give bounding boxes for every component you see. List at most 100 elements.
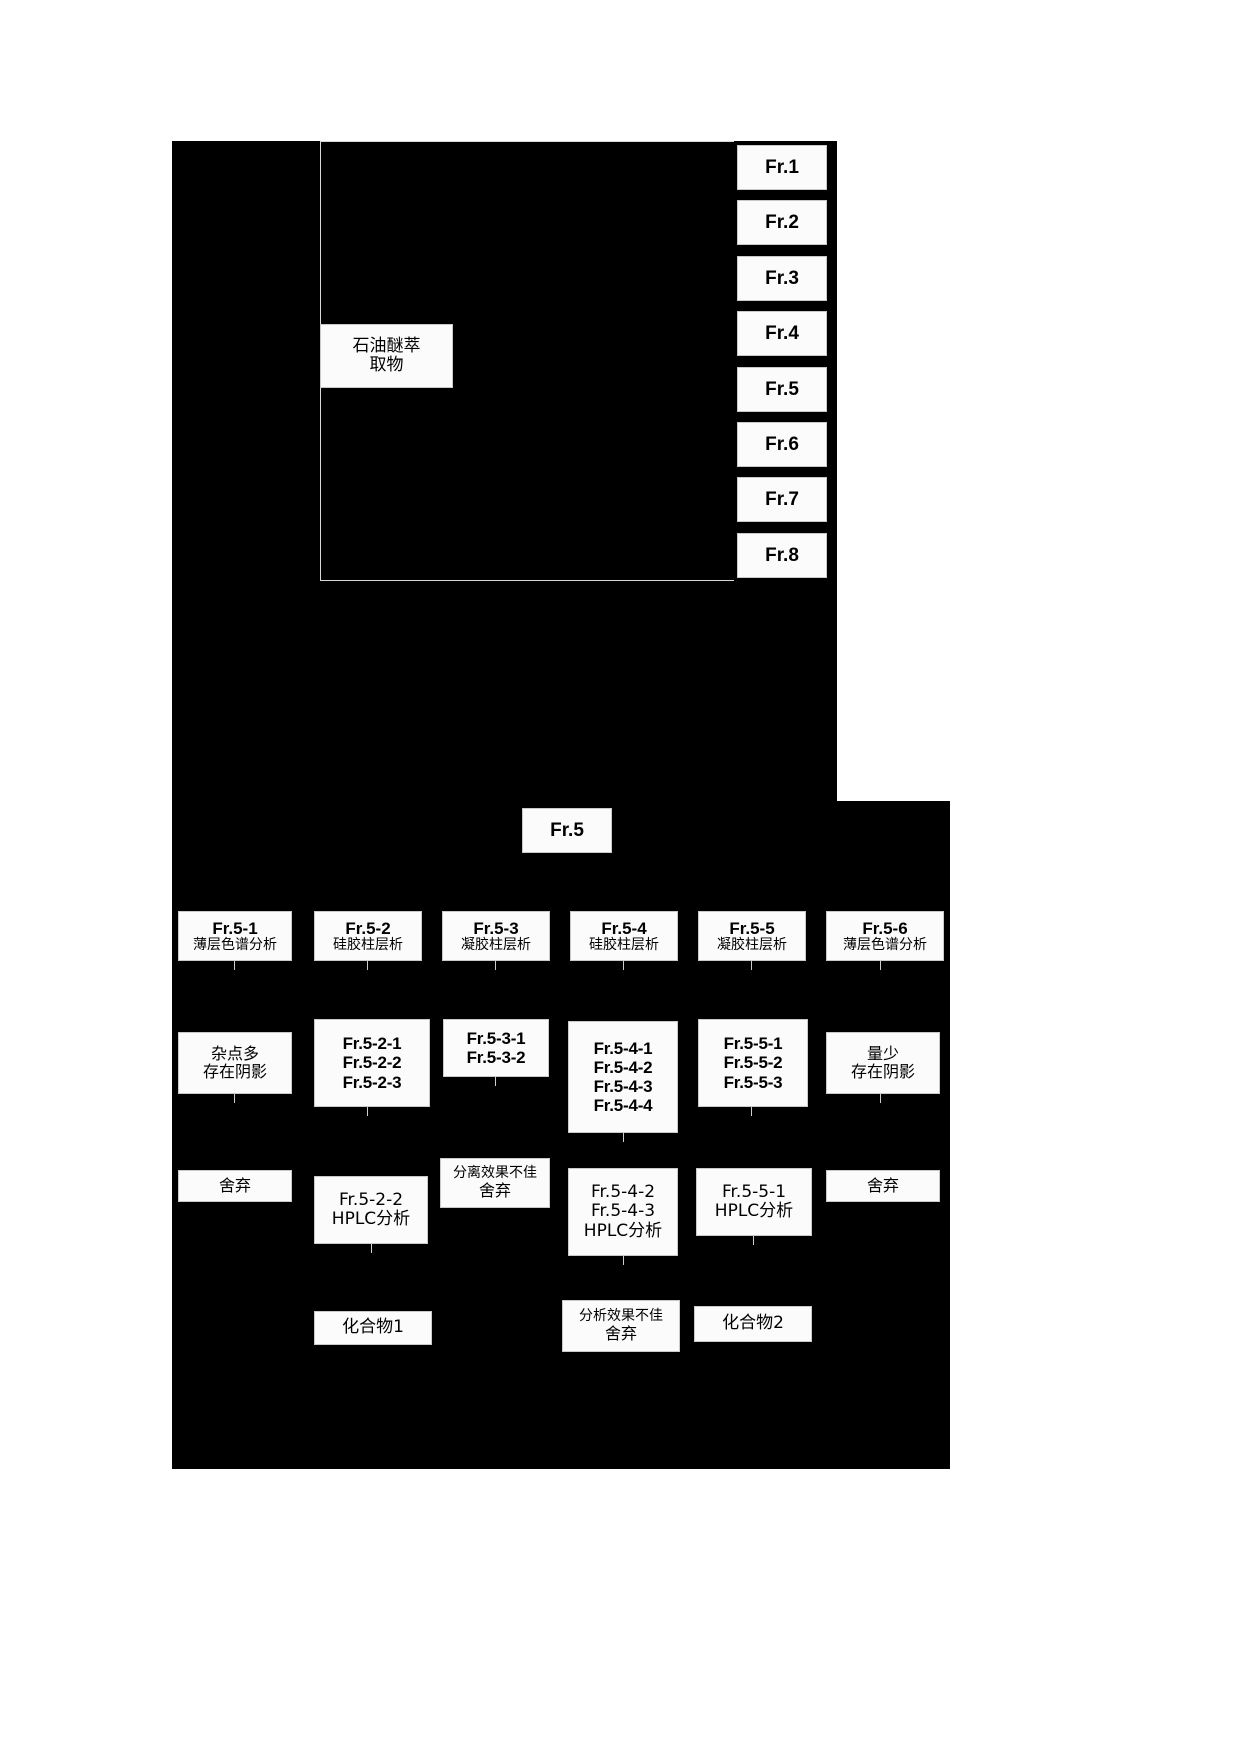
connector-stub [623, 1133, 624, 1142]
level2-line: 存在阴影 [202, 1062, 267, 1081]
level1-method: 薄层色谱分析 [193, 936, 277, 953]
level2-line: Fr.5-2-3 [342, 1072, 402, 1092]
fraction-box-4: Fr.4 [737, 311, 827, 356]
level3-line: Fr.5-5-1 [721, 1181, 787, 1202]
top-flowchart-panel [172, 141, 837, 801]
fraction-label: Fr.6 [765, 433, 799, 455]
level1-box-2: Fr.5-2 硅胶柱层析 [314, 911, 422, 961]
level1-box-6: Fr.5-6 薄层色谱分析 [826, 911, 944, 961]
level3-line: 舍弃 [218, 1176, 251, 1196]
connector-stub [623, 961, 624, 970]
level3-line: Fr.5-2-2 [338, 1189, 404, 1210]
fraction-label: Fr.7 [765, 488, 799, 510]
level4-line: 分析效果不佳 [579, 1308, 663, 1325]
connector-stub [367, 961, 368, 970]
fraction-box-2: Fr.2 [737, 200, 827, 245]
fraction-box-1: Fr.1 [737, 145, 827, 190]
level3-line: Fr.5-4-3 [590, 1201, 656, 1222]
level1-code: Fr.5-5 [729, 918, 775, 938]
level3-box-5: Fr.5-5-1 HPLC分析 [696, 1168, 812, 1236]
level1-box-4: Fr.5-4 硅胶柱层析 [570, 911, 678, 961]
level3-line: 分离效果不佳 [453, 1165, 537, 1182]
root-fraction-box: Fr.5 [522, 808, 612, 853]
rail-horizontal-bottom [320, 580, 734, 581]
level2-line: Fr.5-4-2 [593, 1057, 653, 1077]
level3-box-4: Fr.5-4-2 Fr.5-4-3 HPLC分析 [568, 1168, 678, 1256]
fraction-label: Fr.2 [765, 211, 799, 233]
bottom-flowchart-panel [172, 801, 950, 1469]
level1-code: Fr.5-6 [862, 918, 908, 938]
fraction-label: Fr.5 [765, 378, 799, 400]
level2-box-4: Fr.5-4-1 Fr.5-4-2 Fr.5-4-3 Fr.5-4-4 [568, 1021, 678, 1133]
level3-line: HPLC分析 [583, 1220, 663, 1241]
connector-stub [495, 1077, 496, 1086]
level3-line: HPLC分析 [714, 1201, 794, 1221]
fraction-label: Fr.3 [765, 267, 799, 289]
fraction-label: Fr.8 [765, 544, 799, 566]
level2-line: 量少 [866, 1044, 899, 1064]
level1-method: 硅胶柱层析 [333, 936, 403, 953]
level1-method: 薄层色谱分析 [843, 936, 927, 953]
root-fraction-label: Fr.5 [550, 819, 584, 841]
connector-stub [234, 1094, 235, 1103]
level2-line: Fr.5-5-1 [723, 1034, 783, 1054]
fraction-box-3: Fr.3 [737, 256, 827, 301]
level2-line: Fr.5-3-1 [466, 1028, 526, 1048]
level2-line: Fr.5-3-2 [466, 1048, 526, 1067]
level2-line: Fr.5-2-1 [342, 1034, 402, 1054]
level4-line: 舍弃 [604, 1323, 637, 1343]
connector-stub [623, 1256, 624, 1265]
level3-line: Fr.5-4-2 [590, 1182, 656, 1203]
connector-stub [751, 961, 752, 970]
level3-line: HPLC分析 [331, 1209, 411, 1229]
level1-code: Fr.5-4 [601, 918, 647, 938]
fraction-label: Fr.4 [765, 322, 799, 344]
level2-line: Fr.5-4-4 [593, 1096, 653, 1116]
fraction-box-8: Fr.8 [737, 533, 827, 578]
level2-line: Fr.5-5-3 [723, 1072, 783, 1092]
connector-stub [751, 1107, 752, 1116]
level1-code: Fr.5-1 [212, 918, 258, 938]
level2-line: 杂点多 [210, 1044, 259, 1064]
level2-box-1: 杂点多 存在阴影 [178, 1032, 292, 1094]
level2-line: Fr.5-5-2 [723, 1053, 783, 1073]
level1-box-1: Fr.5-1 薄层色谱分析 [178, 911, 292, 961]
level3-box-2: Fr.5-2-2 HPLC分析 [314, 1176, 428, 1244]
level1-code: Fr.5-3 [473, 918, 519, 938]
source-line-2: 取物 [369, 355, 404, 375]
level1-method: 凝胶柱层析 [717, 936, 787, 953]
fraction-box-6: Fr.6 [737, 422, 827, 467]
connector-stub [371, 1244, 372, 1253]
level2-line: Fr.5-4-1 [593, 1038, 653, 1058]
source-extract-box: 石油醚萃 取物 [320, 324, 453, 388]
connector-stub [753, 1236, 754, 1245]
connector-stub [234, 961, 235, 970]
level1-method: 硅胶柱层析 [589, 936, 659, 953]
connector-stub [880, 1094, 881, 1103]
level3-box-1: 舍弃 [178, 1170, 292, 1202]
fraction-label: Fr.1 [765, 156, 799, 178]
level2-box-5: Fr.5-5-1 Fr.5-5-2 Fr.5-5-3 [698, 1019, 808, 1107]
level3-box-3: 分离效果不佳 舍弃 [440, 1158, 550, 1208]
level4-line: 化合物1 [342, 1317, 404, 1338]
level2-box-2: Fr.5-2-1 Fr.5-2-2 Fr.5-2-3 [314, 1019, 430, 1107]
source-line-1: 石油醚萃 [352, 335, 421, 356]
level4-box-compound-2: 化合物2 [694, 1306, 812, 1342]
level2-line: Fr.5-2-2 [342, 1053, 402, 1073]
level2-line: Fr.5-4-3 [593, 1077, 653, 1096]
level2-box-6: 量少 存在阴影 [826, 1032, 940, 1094]
level1-method: 凝胶柱层析 [461, 936, 531, 953]
level1-box-3: Fr.5-3 凝胶柱层析 [442, 911, 550, 961]
level2-box-3: Fr.5-3-1 Fr.5-3-2 [443, 1019, 549, 1077]
level3-box-6: 舍弃 [826, 1170, 940, 1202]
connector-stub [367, 1107, 368, 1116]
connector-stub [495, 961, 496, 970]
level3-line: 舍弃 [478, 1180, 511, 1200]
fraction-box-7: Fr.7 [737, 477, 827, 522]
connector-stub [880, 961, 881, 970]
fraction-box-5: Fr.5 [737, 367, 827, 412]
level3-line: 舍弃 [866, 1176, 899, 1196]
rail-horizontal-top [320, 141, 734, 142]
level4-box-compound-1: 化合物1 [314, 1311, 432, 1345]
